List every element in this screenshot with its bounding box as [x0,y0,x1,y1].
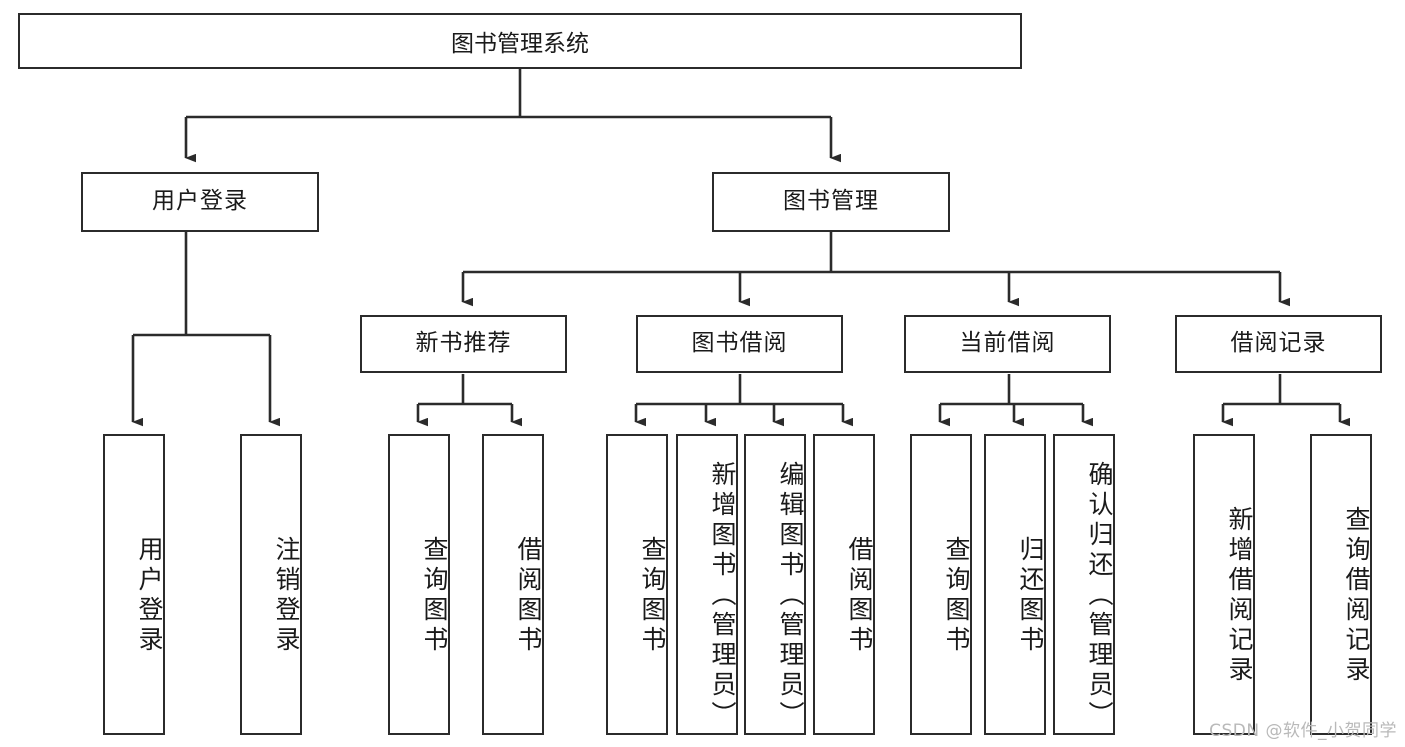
leaf-new-book-query[interactable]: 查询图书 [388,434,450,735]
leaf-user-login-signout[interactable]: 注销登录 [240,434,302,735]
node-label: 注销登录 [272,535,301,656]
leaf-new-book-borrow[interactable]: 借阅图书 [482,434,544,735]
node-label: 确认归还（管理员） [1085,460,1114,731]
node-label: 新书推荐 [415,330,512,357]
node-current-borrow[interactable]: 当前借阅 [904,315,1111,373]
node-label: 查询图书 [420,535,449,656]
node-user-login[interactable]: 用户登录 [81,172,319,232]
leaf-user-login-signin[interactable]: 用户登录 [103,434,165,735]
leaf-book-borrow-borrow[interactable]: 借阅图书 [813,434,875,735]
leaf-borrow-record-add[interactable]: 新增借阅记录 [1193,434,1255,735]
node-new-book-recommend[interactable]: 新书推荐 [360,315,567,373]
node-book-management[interactable]: 图书管理 [712,172,950,232]
node-label: 图书管理 [783,188,879,215]
node-label: 用户登录 [152,188,248,215]
node-label: 查询图书 [942,535,971,656]
node-label: 归还图书 [1016,535,1045,656]
node-label: 当前借阅 [959,330,1056,357]
node-label: 新增图书（管理员） [708,460,737,731]
node-label: 图书管理系统 [451,31,589,57]
leaf-borrow-record-query[interactable]: 查询借阅记录 [1310,434,1372,735]
leaf-current-borrow-confirm-return[interactable]: 确认归还（管理员） [1053,434,1115,735]
node-label: 用户登录 [135,535,164,656]
node-label: 借阅图书 [845,535,874,656]
node-label: 借阅图书 [514,535,543,656]
node-book-borrow[interactable]: 图书借阅 [636,315,843,373]
node-label: 借阅记录 [1230,330,1327,357]
leaf-book-borrow-edit[interactable]: 编辑图书（管理员） [744,434,806,735]
node-borrow-records[interactable]: 借阅记录 [1175,315,1382,373]
csdn-watermark: CSDN @软件_小贺同学 [1209,721,1397,741]
node-root-book-management-system[interactable]: 图书管理系统 [18,13,1022,69]
node-label: 查询借阅记录 [1342,505,1371,686]
leaf-current-borrow-return[interactable]: 归还图书 [984,434,1046,735]
node-label: 编辑图书（管理员） [776,460,805,731]
leaf-book-borrow-query[interactable]: 查询图书 [606,434,668,735]
node-label: 图书借阅 [691,330,788,357]
leaf-book-borrow-add[interactable]: 新增图书（管理员） [676,434,738,735]
node-label: 新增借阅记录 [1225,505,1254,686]
leaf-current-borrow-query[interactable]: 查询图书 [910,434,972,735]
node-label: 查询图书 [638,535,667,656]
